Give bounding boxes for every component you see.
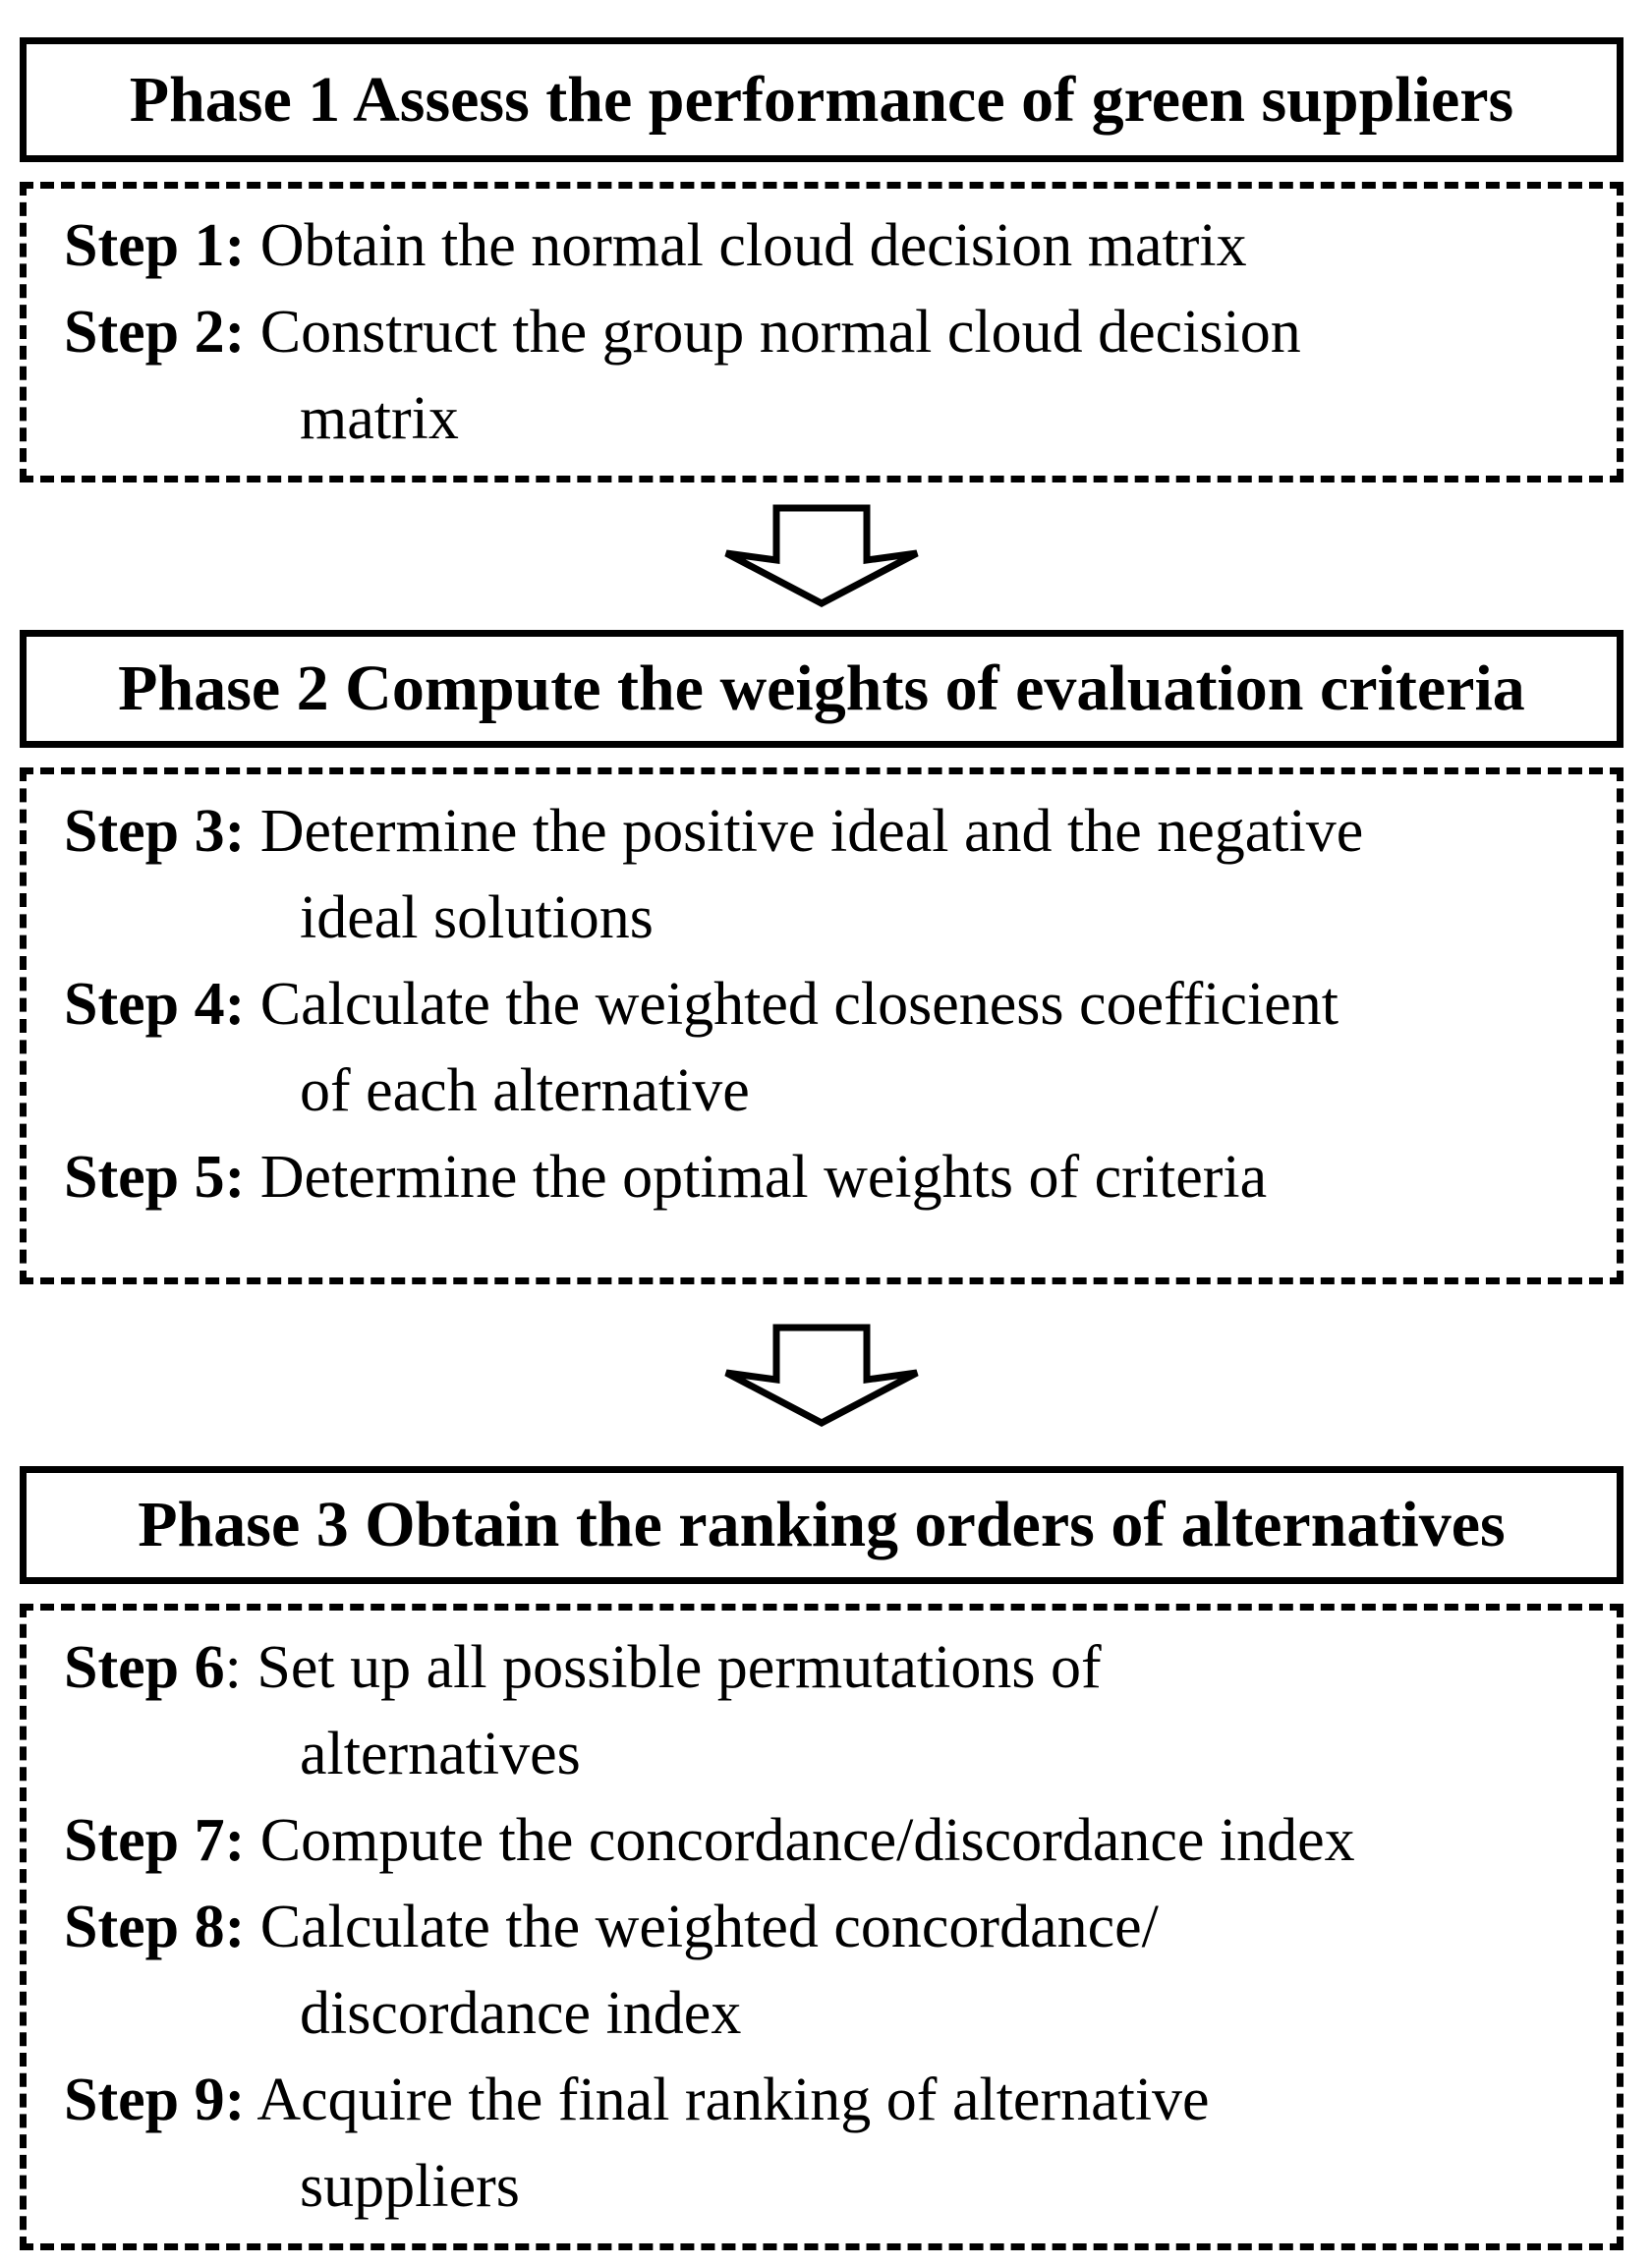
phase-2-title: Phase 2 Compute the weights of evaluatio…: [118, 652, 1525, 724]
step-9-line-continued: suppliers: [300, 2143, 1597, 2230]
spacer: [20, 1584, 1652, 1604]
connector-2: [20, 1284, 1624, 1466]
step-separator: :: [224, 1634, 257, 1701]
step-3-line: Step 3: Determine the positive ideal and…: [64, 788, 1597, 875]
step-3-text-wrap: ideal solutions: [300, 884, 654, 951]
phase-1-header: Phase 1 Assess the performance of green …: [20, 37, 1624, 162]
phase-3-header: Phase 3 Obtain the ranking orders of alt…: [20, 1466, 1624, 1584]
phase-1-title: Phase 1 Assess the performance of green …: [129, 63, 1514, 136]
step-8-line: Step 8: Calculate the weighted concordan…: [64, 1884, 1597, 1970]
step-4-label: Step 4:: [64, 971, 246, 1038]
phase-1-steps-box: Step 1: Obtain the normal cloud decision…: [20, 182, 1624, 482]
step-4-line: Step 4: Calculate the weighted closeness…: [64, 961, 1597, 1048]
step-separator: [245, 2067, 256, 2133]
step-4-text-wrap: of each alternative: [300, 1057, 750, 1124]
step-2-text: Construct the group normal cloud decisio…: [259, 299, 1301, 366]
step-separator: [245, 1144, 260, 1211]
step-3-label: Step 3:: [64, 798, 246, 865]
step-1-text: Obtain the normal cloud decision matrix: [259, 212, 1247, 279]
down-arrow-icon: [724, 1324, 919, 1427]
step-1-label: Step 1:: [64, 212, 246, 279]
phase-2-steps-box: Step 3: Determine the positive ideal and…: [20, 767, 1624, 1284]
step-4-text: Calculate the weighted closeness coeffic…: [259, 971, 1339, 1038]
step-separator: [245, 212, 260, 279]
step-7-text: Compute the concordance/discordance inde…: [259, 1807, 1355, 1874]
step-6-label: Step 6: [64, 1634, 225, 1701]
step-5-text: Determine the optimal weights of criteri…: [259, 1144, 1268, 1211]
step-8-text: Calculate the weighted concordance/: [259, 1894, 1159, 1960]
step-2-text-wrap: matrix: [300, 385, 459, 452]
step-2-line: Step 2: Construct the group normal cloud…: [64, 289, 1597, 375]
step-3-line-continued: ideal solutions: [300, 875, 1597, 961]
step-1-line: Step 1: Obtain the normal cloud decision…: [64, 202, 1597, 289]
step-7-label: Step 7:: [64, 1807, 246, 1874]
down-arrow-icon: [724, 504, 919, 607]
phase-3-steps-box: Step 6: Set up all possible permutations…: [20, 1604, 1624, 2250]
connector-1: [20, 482, 1624, 630]
step-6-text-wrap: alternatives: [300, 1721, 581, 1787]
step-9-text-wrap: suppliers: [300, 2153, 520, 2220]
step-separator: [245, 299, 260, 366]
step-5-line: Step 5: Determine the optimal weights of…: [64, 1134, 1597, 1220]
step-4-line-continued: of each alternative: [300, 1048, 1597, 1134]
step-8-text-wrap: discordance index: [300, 1980, 742, 2047]
step-separator: [245, 971, 260, 1038]
step-9-text: Acquire the final ranking of alternative: [256, 2067, 1210, 2133]
step-9-line: Step 9: Acquire the final ranking of alt…: [64, 2057, 1597, 2143]
step-3-text: Determine the positive ideal and the neg…: [259, 798, 1364, 865]
step-separator: [245, 1807, 260, 1874]
step-separator: [245, 1894, 260, 1960]
step-6-text: Set up all possible permutations of: [256, 1634, 1102, 1701]
phase-2-header: Phase 2 Compute the weights of evaluatio…: [20, 630, 1624, 748]
step-2-label: Step 2:: [64, 299, 246, 366]
step-separator: [245, 798, 260, 865]
step-8-line-continued: discordance index: [300, 1970, 1597, 2057]
phase-3-title: Phase 3 Obtain the ranking orders of alt…: [138, 1489, 1506, 1560]
step-6-line-continued: alternatives: [300, 1711, 1597, 1797]
spacer: [20, 748, 1652, 767]
step-9-label: Step 9:: [64, 2067, 246, 2133]
step-2-line-continued: matrix: [300, 375, 1597, 462]
step-5-label: Step 5:: [64, 1144, 246, 1211]
step-7-line: Step 7: Compute the concordance/discorda…: [64, 1797, 1597, 1884]
step-8-label: Step 8:: [64, 1894, 246, 1960]
step-6-line: Step 6: Set up all possible permutations…: [64, 1624, 1597, 1711]
spacer: [20, 162, 1652, 182]
